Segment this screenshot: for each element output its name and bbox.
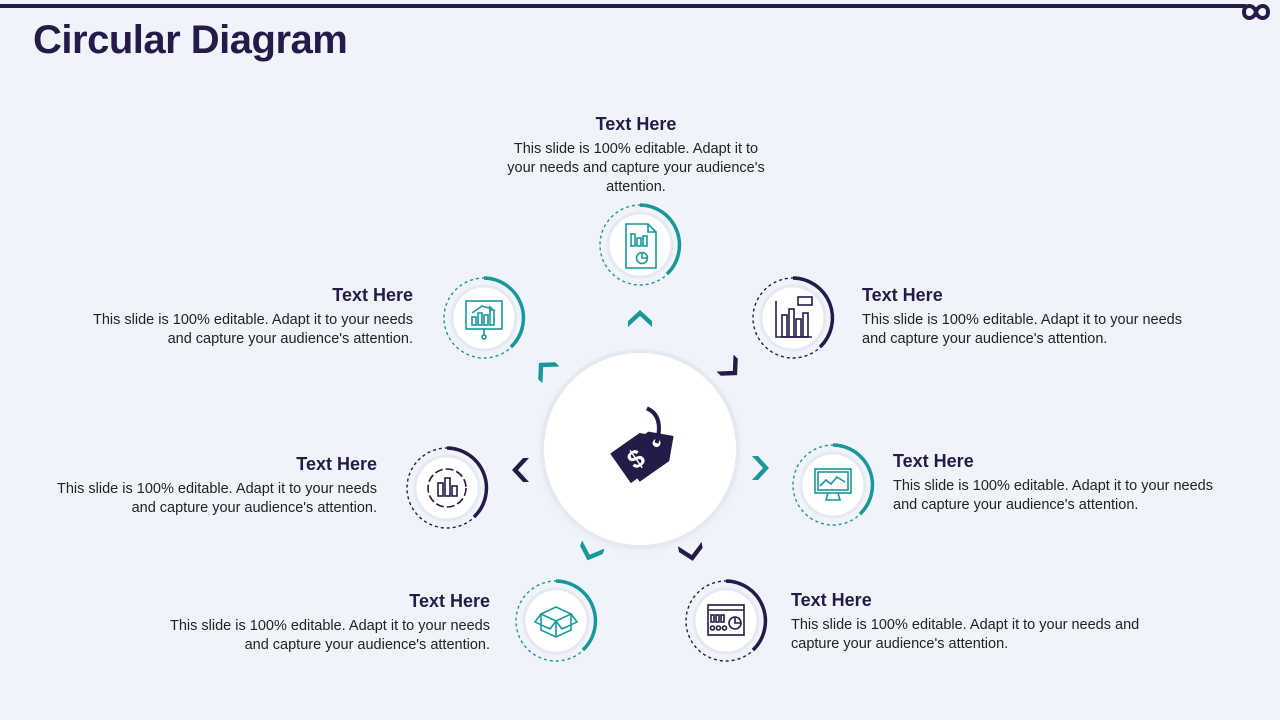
node-upper-right <box>748 273 838 363</box>
circular-bar-chart-icon <box>427 468 467 508</box>
text-block-heading: Text Here <box>893 451 974 471</box>
node-lower-left <box>511 576 601 666</box>
text-block-heading: Text Here <box>791 590 872 610</box>
text-block-body: This slide is 100% editable. Adapt it to… <box>93 312 413 347</box>
top-rule <box>0 4 1246 8</box>
text-block-top: Text Here This slide is 100% editable. A… <box>486 114 786 197</box>
chevron-down-left-icon <box>578 538 604 564</box>
text-block-left: Text Here This slide is 100% editable. A… <box>47 454 377 518</box>
text-block-heading: Text Here <box>595 114 677 134</box>
text-block-heading: Text Here <box>332 285 413 305</box>
presentation-board-icon <box>465 300 503 340</box>
chevron-right-icon <box>746 455 772 481</box>
monitor-chart-icon <box>814 468 852 501</box>
text-block-body: This slide is 100% editable. Adapt it to… <box>862 312 1182 347</box>
chevron-down-right-icon <box>717 355 743 381</box>
node-top <box>595 200 685 290</box>
page-title: Circular Diagram <box>33 18 348 62</box>
dashboard-window-icon <box>707 604 745 636</box>
text-block-upper-right: Text Here This slide is 100% editable. A… <box>862 285 1192 349</box>
text-block-heading: Text Here <box>862 285 943 305</box>
text-block-body: This slide is 100% editable. Adapt it to… <box>507 141 765 195</box>
chevron-left-icon <box>509 457 535 483</box>
price-tag-dollar-icon: $ <box>610 406 674 484</box>
text-block-body: This slide is 100% editable. Adapt it to… <box>791 617 1140 652</box>
text-block-heading: Text Here <box>296 454 377 474</box>
text-block-heading: Text Here <box>409 591 490 611</box>
node-upper-left <box>439 273 529 363</box>
text-block-body: This slide is 100% editable. Adapt it to… <box>893 478 1213 513</box>
bar-chart-icon <box>775 296 813 338</box>
node-left <box>402 443 492 533</box>
document-chart-icon <box>625 223 657 269</box>
open-box-icon <box>533 606 579 638</box>
infinity-logo-icon <box>1241 4 1271 20</box>
text-block-lower-left: Text Here This slide is 100% editable. A… <box>160 591 490 655</box>
node-right <box>788 440 878 530</box>
text-block-lower-right: Text Here This slide is 100% editable. A… <box>791 590 1161 654</box>
text-block-body: This slide is 100% editable. Adapt it to… <box>57 481 377 516</box>
chevron-up-left-icon <box>533 357 559 383</box>
text-block-right: Text Here This slide is 100% editable. A… <box>893 451 1223 515</box>
node-lower-right <box>681 576 771 666</box>
text-block-body: This slide is 100% editable. Adapt it to… <box>170 618 490 653</box>
chevron-down-icon <box>678 538 704 564</box>
text-block-upper-left: Text Here This slide is 100% editable. A… <box>83 285 413 349</box>
chevron-up-icon <box>627 307 653 333</box>
